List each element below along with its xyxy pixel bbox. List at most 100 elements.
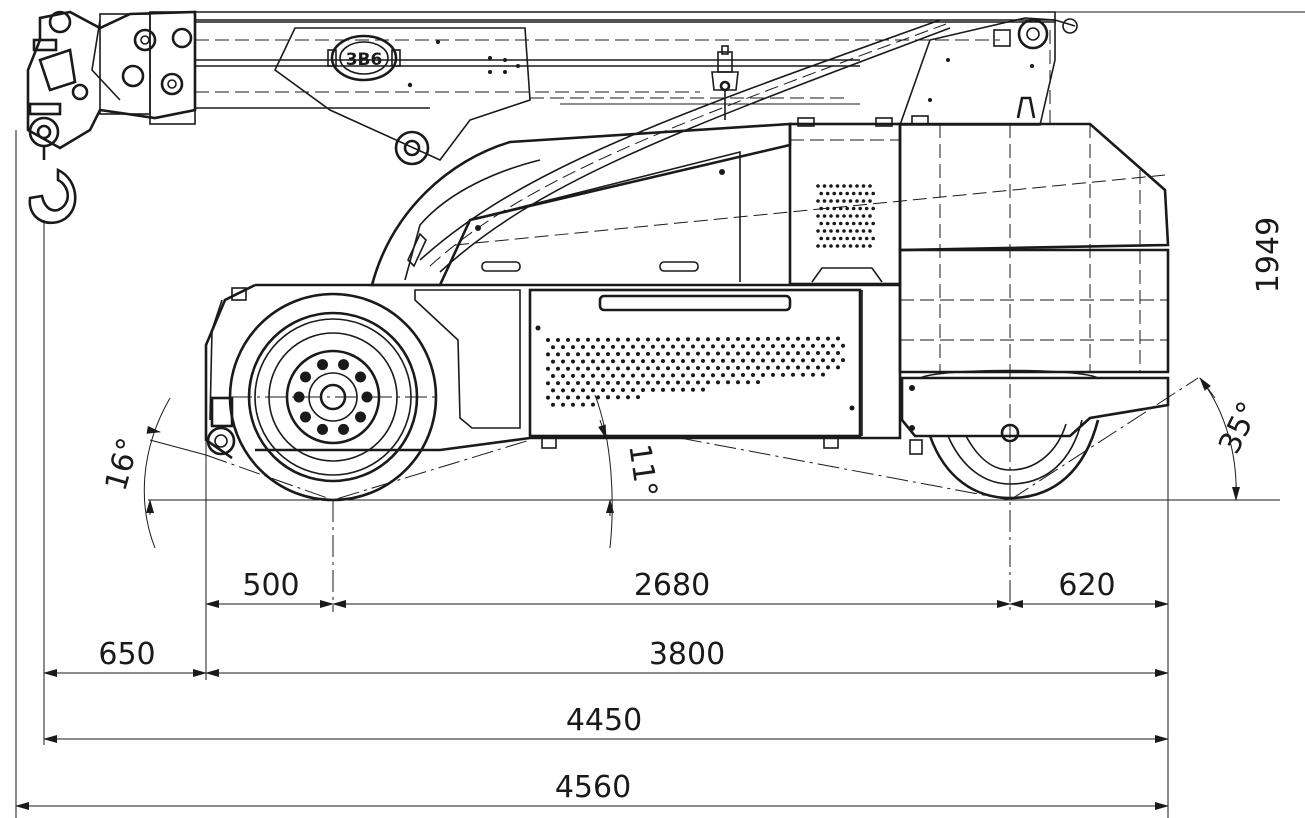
vent-hole (831, 343, 835, 348)
angle-label-35: 35° (1212, 396, 1267, 459)
brand-logo-text: 3B6 (346, 50, 383, 70)
vent-hole (726, 351, 730, 356)
vent-hole (816, 336, 820, 341)
vent-hole (601, 373, 605, 378)
rear-angle-leg (149, 439, 207, 456)
vent-hole (746, 365, 750, 370)
wheel-stud (299, 411, 311, 423)
wheel-stud (355, 411, 367, 423)
vent-hole (746, 380, 750, 385)
vent-hole (556, 352, 560, 357)
vent-hole (621, 373, 625, 378)
vent-hole (671, 359, 675, 363)
vent-hole (626, 352, 630, 356)
dim-label-1949: 1949 (1251, 217, 1286, 293)
vent-hole (701, 387, 705, 392)
vent-hole (716, 337, 720, 342)
vent-hole (651, 387, 655, 392)
vent-hole (771, 372, 775, 377)
vent-hole (851, 221, 856, 226)
wheel-stud (361, 391, 373, 403)
vent-hole (621, 359, 625, 364)
boom-pivot-mast (898, 17, 1078, 126)
vent-hole (851, 206, 856, 211)
vent-hole (731, 344, 735, 349)
vent-hole (671, 373, 675, 378)
vent-hole (845, 221, 849, 226)
vent-hole (656, 337, 660, 342)
vent-hole (736, 351, 740, 356)
vent-hole (855, 184, 859, 188)
dimension-labels: 500 2680 620 650 3800 4450 1949 4560 194… (98, 217, 1286, 805)
hook-block (28, 116, 77, 225)
dim-label-4450: 4450 (566, 703, 642, 738)
vent-hole (811, 358, 815, 363)
vent-hole (676, 351, 680, 356)
vent-hole (586, 352, 590, 357)
vent-hole (681, 387, 685, 392)
vent-hole (596, 337, 600, 342)
vent-hole (551, 374, 555, 378)
vent-hole (546, 338, 550, 342)
dimension-lines (15, 600, 1169, 810)
rear-wheel-studs (293, 359, 373, 435)
vent-hole (581, 373, 585, 378)
vent-hole (636, 351, 640, 356)
vent-hole (836, 350, 840, 355)
vent-hole (661, 373, 665, 378)
wheel-stud (338, 359, 350, 371)
vent-hole (646, 337, 650, 342)
vent-hole (822, 229, 827, 233)
vent-hole (556, 395, 560, 400)
wheel-stud (316, 423, 328, 435)
vent-hole (606, 366, 610, 371)
vent-hole (571, 402, 575, 407)
vent-hole (861, 214, 866, 218)
vent-hole (791, 372, 795, 377)
vent-hole (621, 344, 625, 349)
vent-hole (671, 387, 675, 392)
vent-hole (835, 184, 840, 188)
vent-hole (822, 214, 827, 218)
vent-hole (576, 395, 580, 400)
vent-hole (832, 191, 836, 196)
ramp-line (679, 437, 1011, 501)
vent-hole (586, 366, 590, 371)
vent-hole (801, 372, 805, 377)
reference-lines (15, 11, 1305, 818)
vent-hole (596, 395, 600, 400)
vent-hole (825, 191, 830, 196)
vent-hole (858, 206, 862, 211)
vent-hole (855, 244, 859, 248)
vent-hole (736, 365, 740, 370)
vent-hole (829, 229, 833, 233)
vent-hole (591, 388, 595, 393)
vent-hole (576, 366, 580, 371)
vent-hole (861, 184, 866, 188)
vent-hole (855, 214, 859, 218)
engine-compartment (788, 115, 929, 286)
vent-hole (686, 366, 690, 371)
vent-hole (819, 236, 823, 241)
vent-hole (706, 351, 710, 356)
vent-hole (736, 337, 740, 342)
vent-hole (832, 221, 836, 226)
vent-hole (726, 337, 730, 342)
vent-hole (821, 343, 825, 348)
vent-hole (864, 206, 869, 211)
vent-hole (848, 199, 853, 203)
vent-hole (606, 337, 610, 342)
vent-hole (626, 337, 630, 342)
vent-hole (551, 402, 555, 407)
vent-hole (611, 359, 615, 364)
vent-hole (576, 337, 580, 342)
vent-hole (816, 214, 820, 218)
vent-hole (631, 359, 635, 364)
vent-hole (796, 336, 800, 341)
vent-hole (796, 351, 800, 356)
vent-hole (716, 351, 720, 356)
vent-hole (864, 221, 869, 226)
dim-label-620: 620 (1058, 568, 1115, 603)
boom (195, 11, 1056, 109)
front-departure-line (1009, 377, 1199, 501)
